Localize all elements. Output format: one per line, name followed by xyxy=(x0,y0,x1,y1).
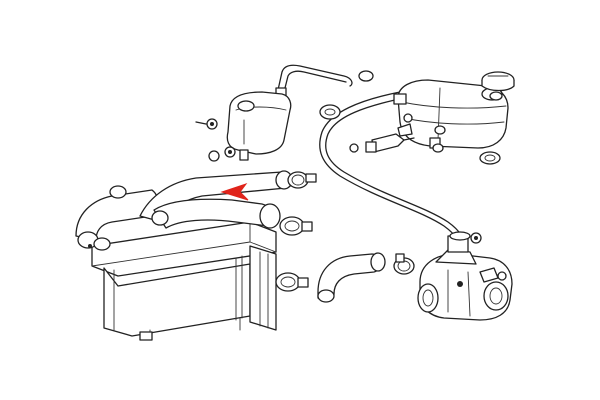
lower-left-hose xyxy=(75,185,159,251)
washers-right xyxy=(319,70,503,165)
hose-clamps xyxy=(275,171,415,292)
temperature-sensor xyxy=(365,113,415,153)
radiator xyxy=(91,221,277,341)
lower-radiator-hose xyxy=(317,252,386,303)
highlight-arrow xyxy=(220,183,249,201)
expansion-tank-cap xyxy=(481,71,515,92)
clamp-2 xyxy=(279,216,313,236)
clamp-3 xyxy=(275,272,309,292)
vent-hose xyxy=(275,64,353,99)
upper-radiator-hose xyxy=(139,170,293,229)
overflow-bottle xyxy=(226,91,292,161)
clamp-4 xyxy=(393,253,415,275)
clamp-1 xyxy=(287,171,317,189)
thermostat-housing xyxy=(417,231,513,321)
fasteners-left xyxy=(195,118,236,162)
housing-fitting xyxy=(470,232,482,244)
